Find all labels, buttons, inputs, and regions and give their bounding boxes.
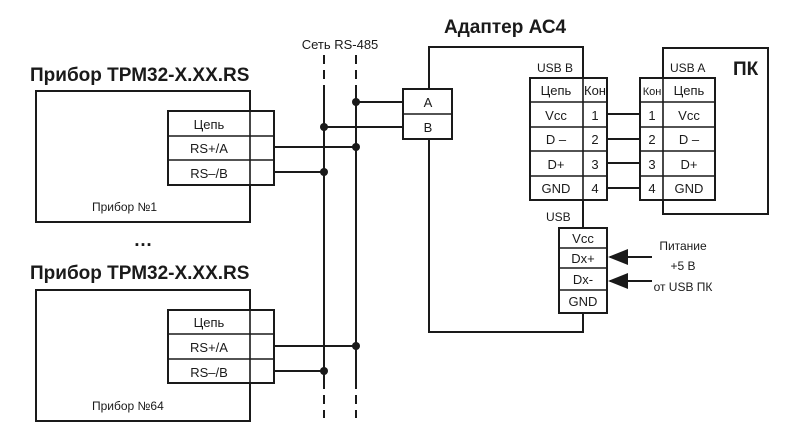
usb-b-header-circuit: Цепь <box>541 83 572 98</box>
device-64: Прибор ТРМ32-X.XX.RS Цепь RS+/A RS–/B Пр… <box>30 263 360 422</box>
device-64-title: Прибор ТРМ32-X.XX.RS <box>30 263 249 284</box>
device-1-title: Прибор ТРМ32-X.XX.RS <box>30 65 249 86</box>
usb-a-circuit: D+ <box>681 157 698 172</box>
device-64-name: Прибор №64 <box>92 399 164 413</box>
usb-b-circuit: D – <box>546 132 567 147</box>
junction-dot <box>320 123 328 131</box>
device-1-terminal-rs-b: RS–/B <box>190 166 228 181</box>
device-1: Прибор ТРМ32-X.XX.RS Цепь RS+/A RS–/B Пр… <box>30 65 360 223</box>
junction-dot <box>320 168 328 176</box>
pc: ПК USB A Кон Цепь 1 Vcc 2 D – 3 D+ 4 GND <box>639 47 769 215</box>
usb-b-pin: 3 <box>591 157 598 172</box>
usb-a-circuit: D – <box>679 132 700 147</box>
usb-b-circuit: Vcc <box>545 108 567 123</box>
device-1-terminal-table: Цепь RS+/A RS–/B <box>167 110 275 186</box>
network-label: Сеть RS-485 <box>302 37 379 52</box>
device-64-terminal-table: Цепь RS+/A RS–/B <box>167 309 275 384</box>
device-1-name: Прибор №1 <box>92 200 157 214</box>
device-64-terminal-rs-b: RS–/B <box>190 365 228 380</box>
adapter-title: Адаптер АС4 <box>444 17 567 38</box>
usb-a-circuit: GND <box>675 181 704 196</box>
usb-gnd: GND <box>569 294 598 309</box>
usb-power-table: Vcc Dx+ Dx- GND <box>558 227 608 314</box>
junction-dot <box>352 98 360 106</box>
ellipsis: … <box>134 230 153 251</box>
usb-dx-minus: Dx- <box>573 272 593 287</box>
device-64-terminal-rs-a: RS+/A <box>190 340 228 355</box>
power-note-line-2: +5 В <box>670 259 695 273</box>
usb-b-header-pin: Кон <box>584 83 606 98</box>
usb-a-label: USB A <box>670 61 705 75</box>
usb-b-table: Цепь Кон Vcc 1 D – 2 D+ 3 GND 4 <box>529 77 608 201</box>
power-note-line-3: от USB ПК <box>654 280 713 294</box>
junction-dot <box>352 143 360 151</box>
usb-a-pin: 1 <box>648 108 655 123</box>
usb-label: USB <box>546 210 571 224</box>
usb-a-pin: 4 <box>648 181 655 196</box>
pc-title: ПК <box>733 59 759 80</box>
power-note-line-1: Питание <box>659 239 707 253</box>
device-1-terminal-rs-a: RS+/A <box>190 141 228 156</box>
usb-a-header-pin: Кон <box>643 86 662 98</box>
adapter-rs-terminal-block: A B <box>402 88 453 140</box>
adapter-terminal-a: A <box>424 95 433 110</box>
usb-a-pin: 3 <box>648 157 655 172</box>
device-1-table-header: Цепь <box>194 117 225 132</box>
usb-b-pin: 2 <box>591 132 598 147</box>
usb-a-table: Кон Цепь 1 Vcc 2 D – 3 D+ 4 GND <box>639 77 716 201</box>
usb-a-pin: 2 <box>648 132 655 147</box>
adapter-terminal-b: B <box>424 120 433 135</box>
usb-b-pin: 4 <box>591 181 598 196</box>
usb-b-label: USB B <box>537 61 573 75</box>
usb-a-header-circuit: Цепь <box>674 83 705 98</box>
device-64-table-header: Цепь <box>194 315 225 330</box>
junction-dot <box>320 367 328 375</box>
usb-b-circuit: GND <box>542 181 571 196</box>
usb-b-pin: 1 <box>591 108 598 123</box>
usb-b-circuit: D+ <box>548 157 565 172</box>
usb-a-circuit: Vcc <box>678 108 700 123</box>
usb-dx-plus: Dx+ <box>571 251 594 266</box>
junction-dot <box>352 342 360 350</box>
usb-vcc: Vcc <box>572 231 594 246</box>
adapter-ac4: Адаптер АС4 A B USB B Цепь Кон Vcc 1 D – <box>320 17 608 333</box>
usb-cable-wires <box>607 113 640 189</box>
